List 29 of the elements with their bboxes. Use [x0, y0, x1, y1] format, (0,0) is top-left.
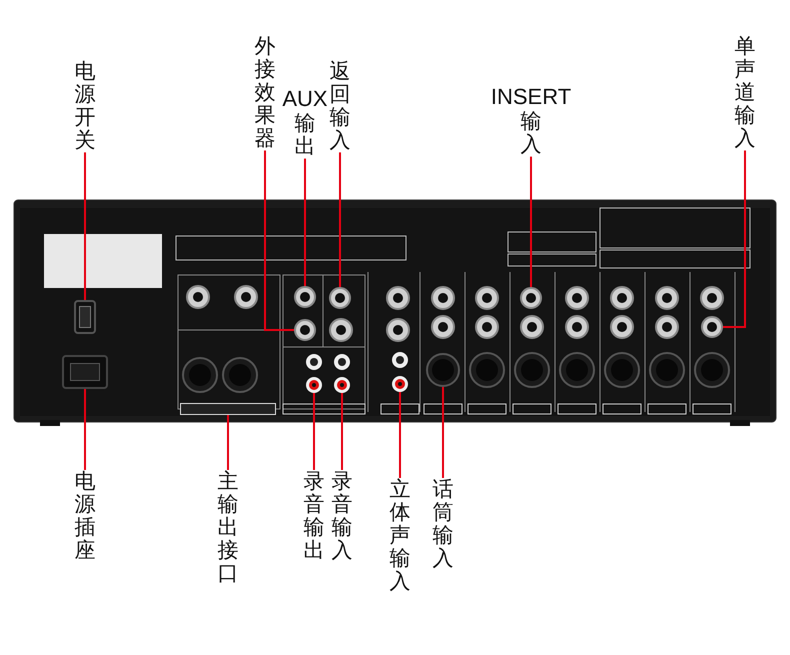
leader-line [304, 158, 306, 286]
power-switch [74, 300, 96, 334]
leader-line [341, 393, 343, 470]
leader-line [442, 387, 444, 478]
callout-label: 话筒输入 [432, 478, 454, 570]
leader-line [399, 392, 401, 478]
callout-label: 外接效果器 [254, 35, 276, 150]
leader-line [227, 415, 229, 470]
power-inlet [62, 355, 108, 389]
leader-line [84, 152, 86, 300]
leader-line [313, 393, 315, 470]
callout-label: 电源插座 [74, 470, 96, 562]
callout-label: 电源开关 [74, 60, 96, 152]
label-plate [180, 403, 276, 415]
callout-label: 输入 [520, 110, 542, 157]
callout-label: 单声道输入 [734, 35, 756, 150]
callout-label: INSERT [490, 84, 572, 110]
callout-label: 返回输入 [330, 60, 350, 152]
callout-label: AUX [282, 86, 328, 112]
leader-line [723, 150, 746, 328]
callout-label: 录音输入 [332, 470, 352, 562]
leader-line [530, 156, 532, 287]
callout-label: 立体声输入 [390, 478, 410, 594]
callout-label: 主输出接口 [218, 470, 238, 586]
leader-line [264, 150, 294, 331]
leader-line [84, 389, 86, 470]
callout-label: 输出 [294, 112, 316, 159]
callout-label: 录音输出 [304, 470, 324, 562]
leader-line [339, 152, 341, 287]
